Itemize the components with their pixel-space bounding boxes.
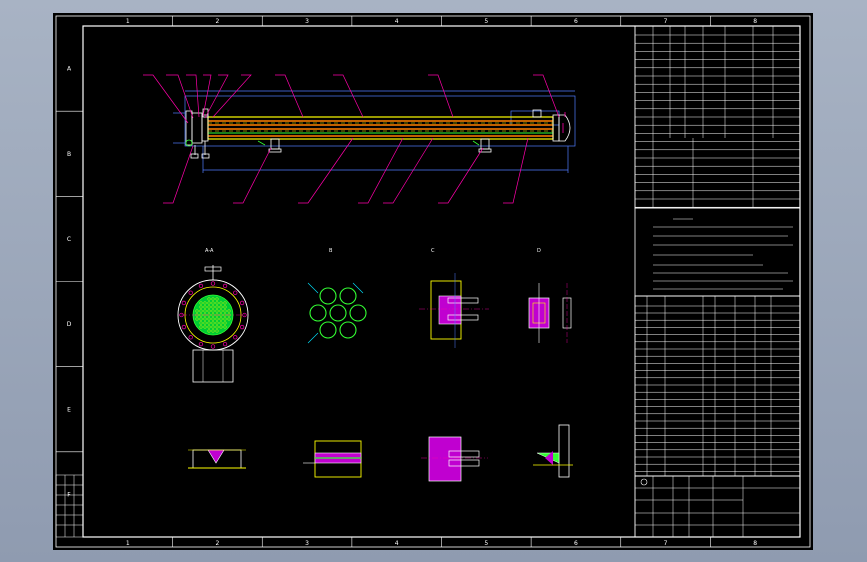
zone-label-bottom: 1 xyxy=(126,540,130,547)
heat-exchanger-elevation[interactable] xyxy=(143,74,576,204)
right-channel-head xyxy=(552,112,571,142)
zone-label-side: C xyxy=(67,236,71,243)
zone-label-bottom: 7 xyxy=(664,540,668,547)
zone-label-top: 3 xyxy=(305,18,309,25)
part-leaders xyxy=(143,74,560,204)
weld-detail-icon[interactable] xyxy=(188,424,573,482)
top-zone-labels: 1 2 3 4 5 6 7 8 xyxy=(126,18,757,25)
zone-label-bottom: 2 xyxy=(216,540,220,547)
zone-label-side: B xyxy=(67,151,71,158)
nozzles-and-supports xyxy=(202,108,542,153)
zone-label-bottom: 3 xyxy=(305,540,309,547)
svg-text:C: C xyxy=(431,248,435,254)
zone-label-side: E xyxy=(67,406,71,413)
tubesheet-section-icon[interactable]: A-A xyxy=(177,248,249,383)
zone-label-bottom: 4 xyxy=(395,540,399,547)
technical-notes xyxy=(634,207,801,297)
tube-layout-icon[interactable]: B xyxy=(307,248,367,344)
bottom-zone-labels: 1 2 3 4 5 6 7 8 xyxy=(126,540,757,547)
zone-label-bottom: 8 xyxy=(753,540,757,547)
zone-label-bottom: 5 xyxy=(484,540,488,547)
flange-detail-icon[interactable]: C xyxy=(419,248,489,348)
support-detail-icon[interactable]: D xyxy=(528,248,572,343)
svg-text:A-A: A-A xyxy=(205,248,214,254)
tube-bundle xyxy=(207,116,554,140)
zone-label-top: 6 xyxy=(574,18,578,25)
zone-label-side: A xyxy=(67,66,72,73)
zone-label-side: D xyxy=(67,321,72,328)
dimension-lines xyxy=(173,90,576,173)
zone-label-top: 2 xyxy=(216,18,220,25)
svg-text:D: D xyxy=(537,248,541,254)
zone-label-bottom: 6 xyxy=(574,540,578,547)
revision-grid xyxy=(55,474,84,538)
zone-label-top: 4 xyxy=(395,18,399,25)
zone-label-top: 1 xyxy=(126,18,130,25)
drawing-tables[interactable] xyxy=(634,25,801,538)
zone-label-top: 8 xyxy=(753,18,757,25)
zone-label-top: 7 xyxy=(664,18,668,25)
svg-text:B: B xyxy=(329,248,333,254)
left-channel-head xyxy=(185,110,210,159)
zone-label-top: 5 xyxy=(484,18,488,25)
